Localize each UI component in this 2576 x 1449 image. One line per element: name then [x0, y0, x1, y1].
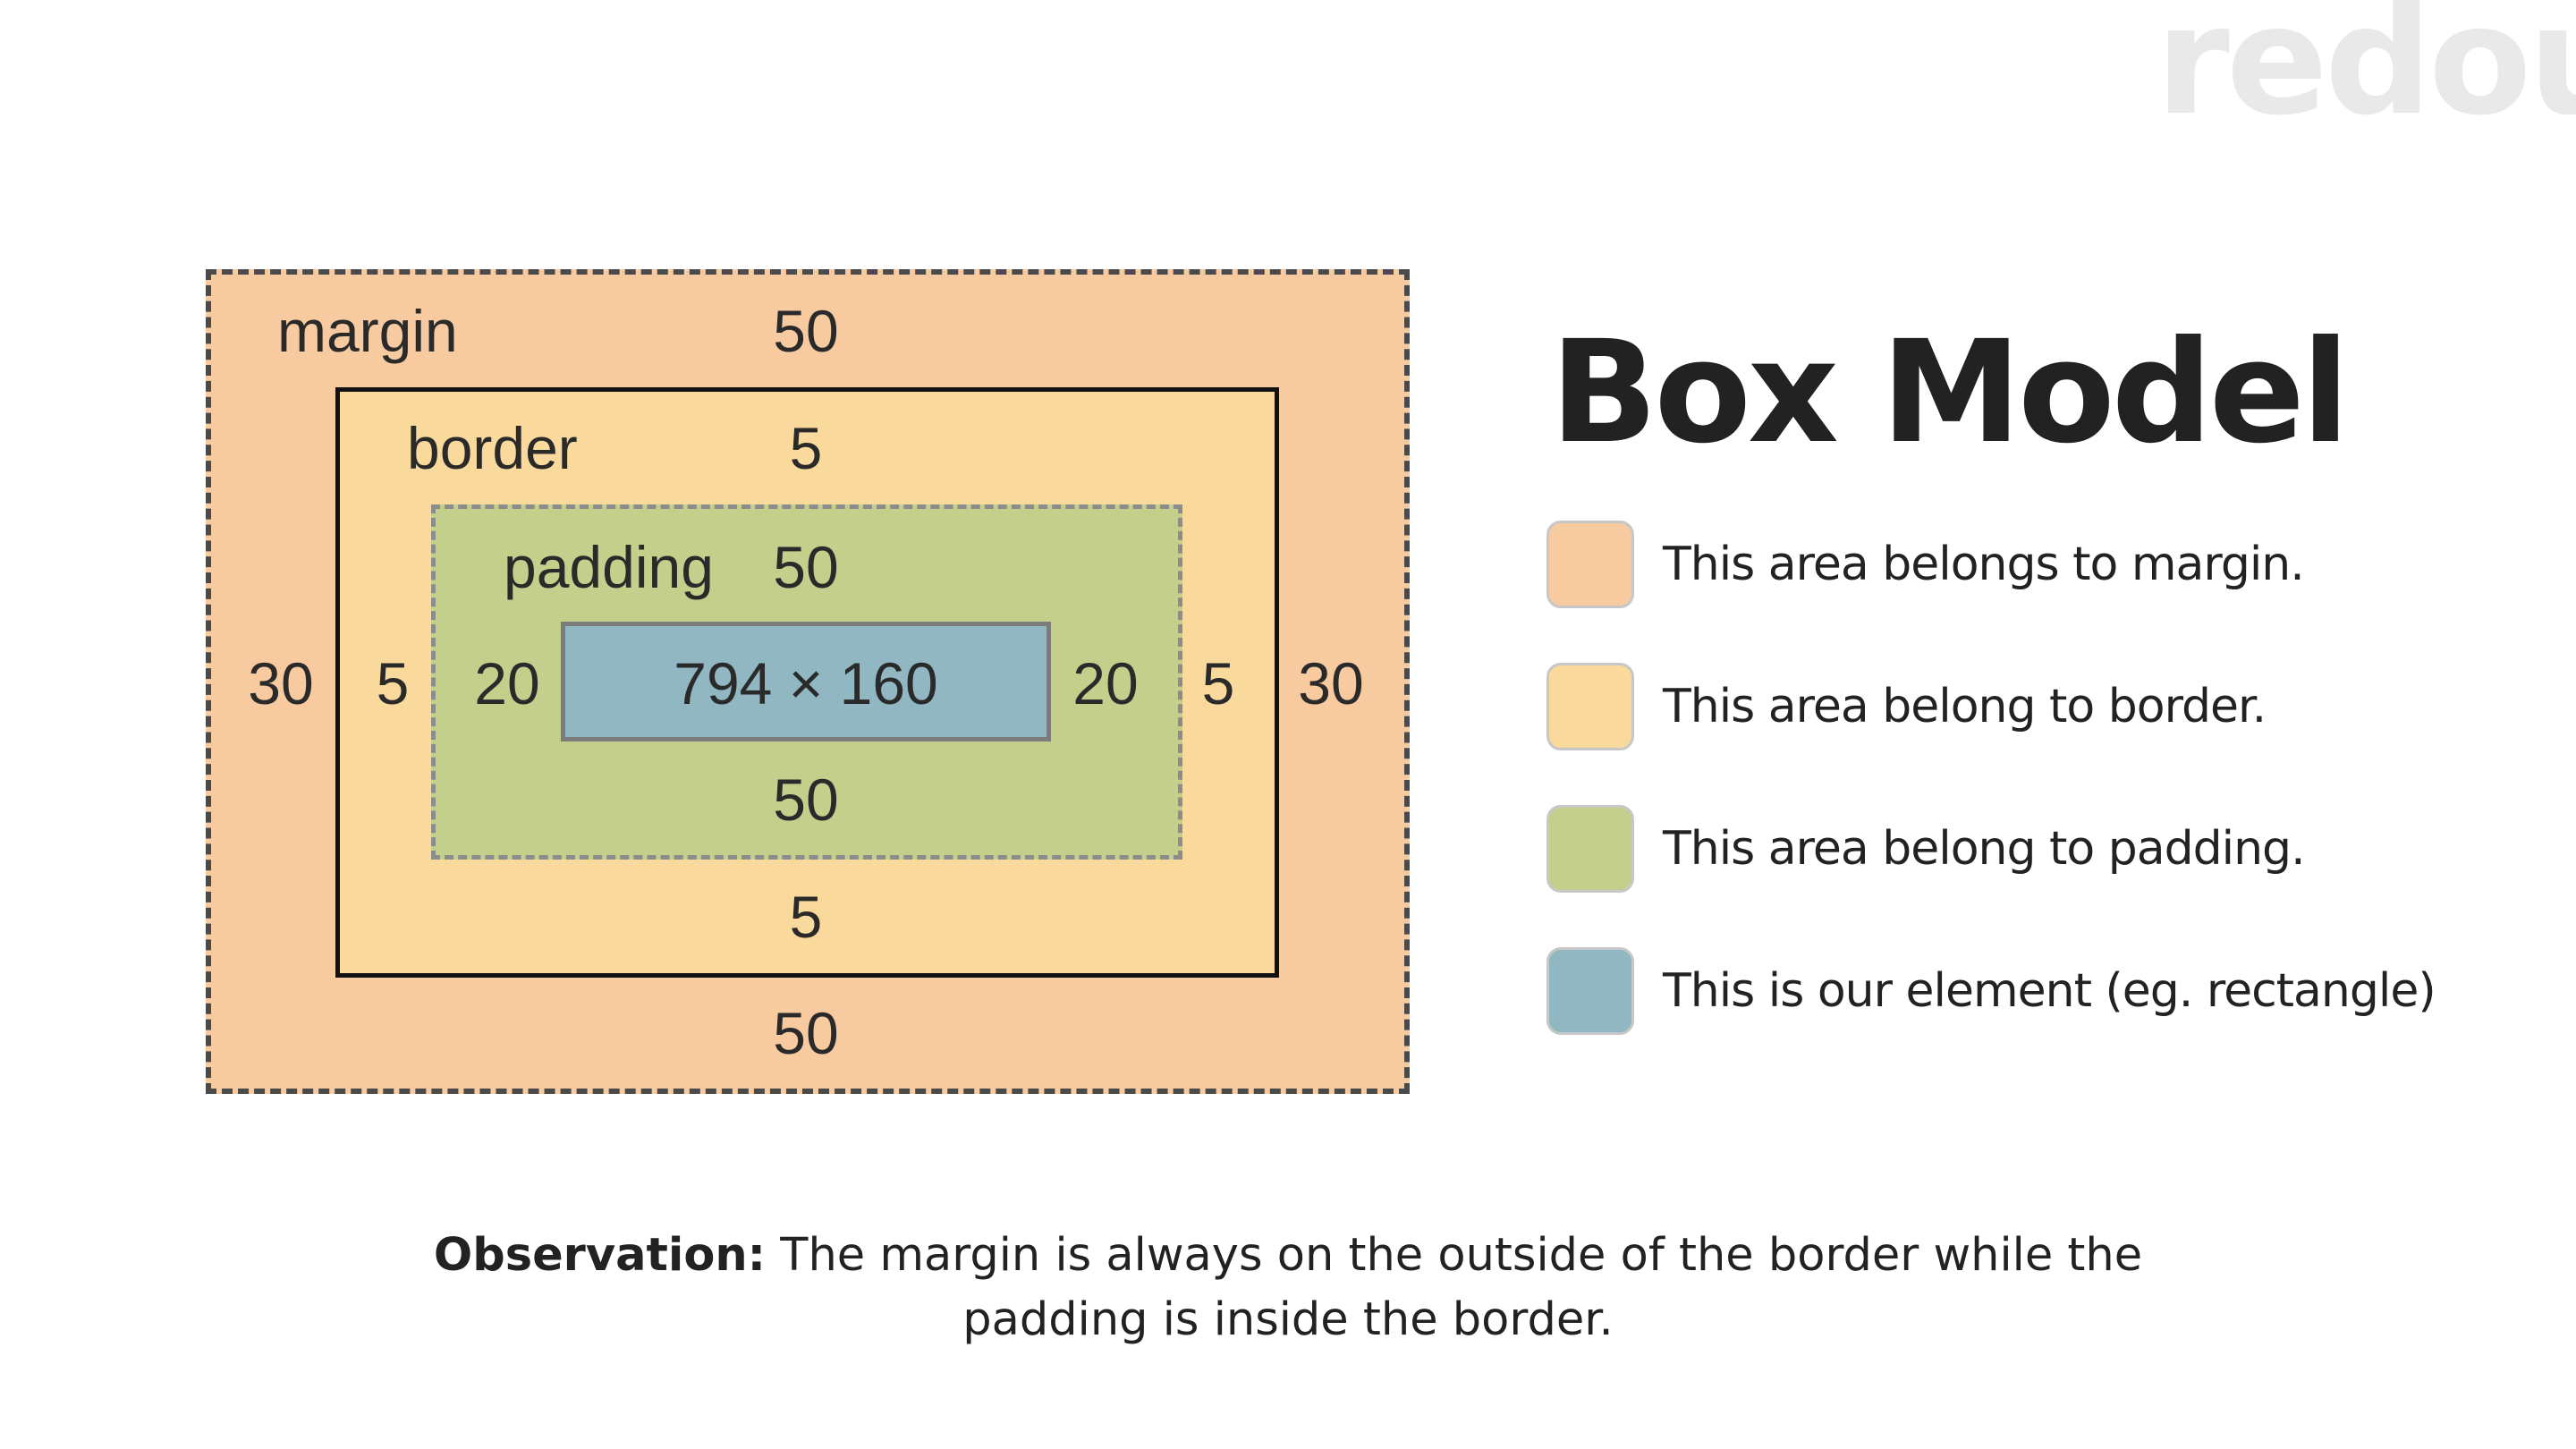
watermark-logo: redoui	[2156, 0, 2576, 148]
margin-label: margin	[277, 298, 458, 364]
padding-label: padding	[504, 534, 714, 600]
legend-text-padding: This area belong to padding.	[1663, 822, 2306, 876]
padding-top-value: 50	[773, 534, 839, 600]
margin-bottom-value: 50	[773, 1000, 839, 1066]
element-area	[561, 622, 1051, 741]
margin-left-value: 30	[248, 650, 314, 716]
observation-label: Observation:	[433, 1229, 767, 1282]
observation-text: The margin is always on the outside of t…	[766, 1229, 2143, 1346]
border-left-value: 5	[376, 650, 410, 716]
margin-right-value: 30	[1298, 650, 1364, 716]
element-size-label: 794 × 160	[674, 650, 938, 716]
legend-swatch-border	[1546, 663, 1634, 750]
legend-text-border: This area belong to border.	[1663, 680, 2267, 733]
legend-swatch-element	[1546, 947, 1634, 1035]
observation-note: Observation: The margin is always on the…	[394, 1224, 2182, 1352]
legend-text-element: This is our element (eg. rectangle)	[1663, 964, 2436, 1018]
padding-bottom-value: 50	[773, 767, 839, 833]
padding-left-value: 20	[474, 650, 540, 716]
border-bottom-value: 5	[789, 884, 823, 950]
border-label: border	[407, 415, 578, 481]
legend-text-margin: This area belongs to margin.	[1663, 538, 2305, 591]
margin-top-value: 50	[773, 298, 839, 364]
border-top-value: 5	[789, 415, 823, 481]
border-right-value: 5	[1201, 650, 1235, 716]
page-title: Box Model	[1550, 310, 2350, 475]
padding-right-value: 20	[1072, 650, 1139, 716]
legend-swatch-margin	[1546, 521, 1634, 608]
legend-swatch-padding	[1546, 805, 1634, 893]
